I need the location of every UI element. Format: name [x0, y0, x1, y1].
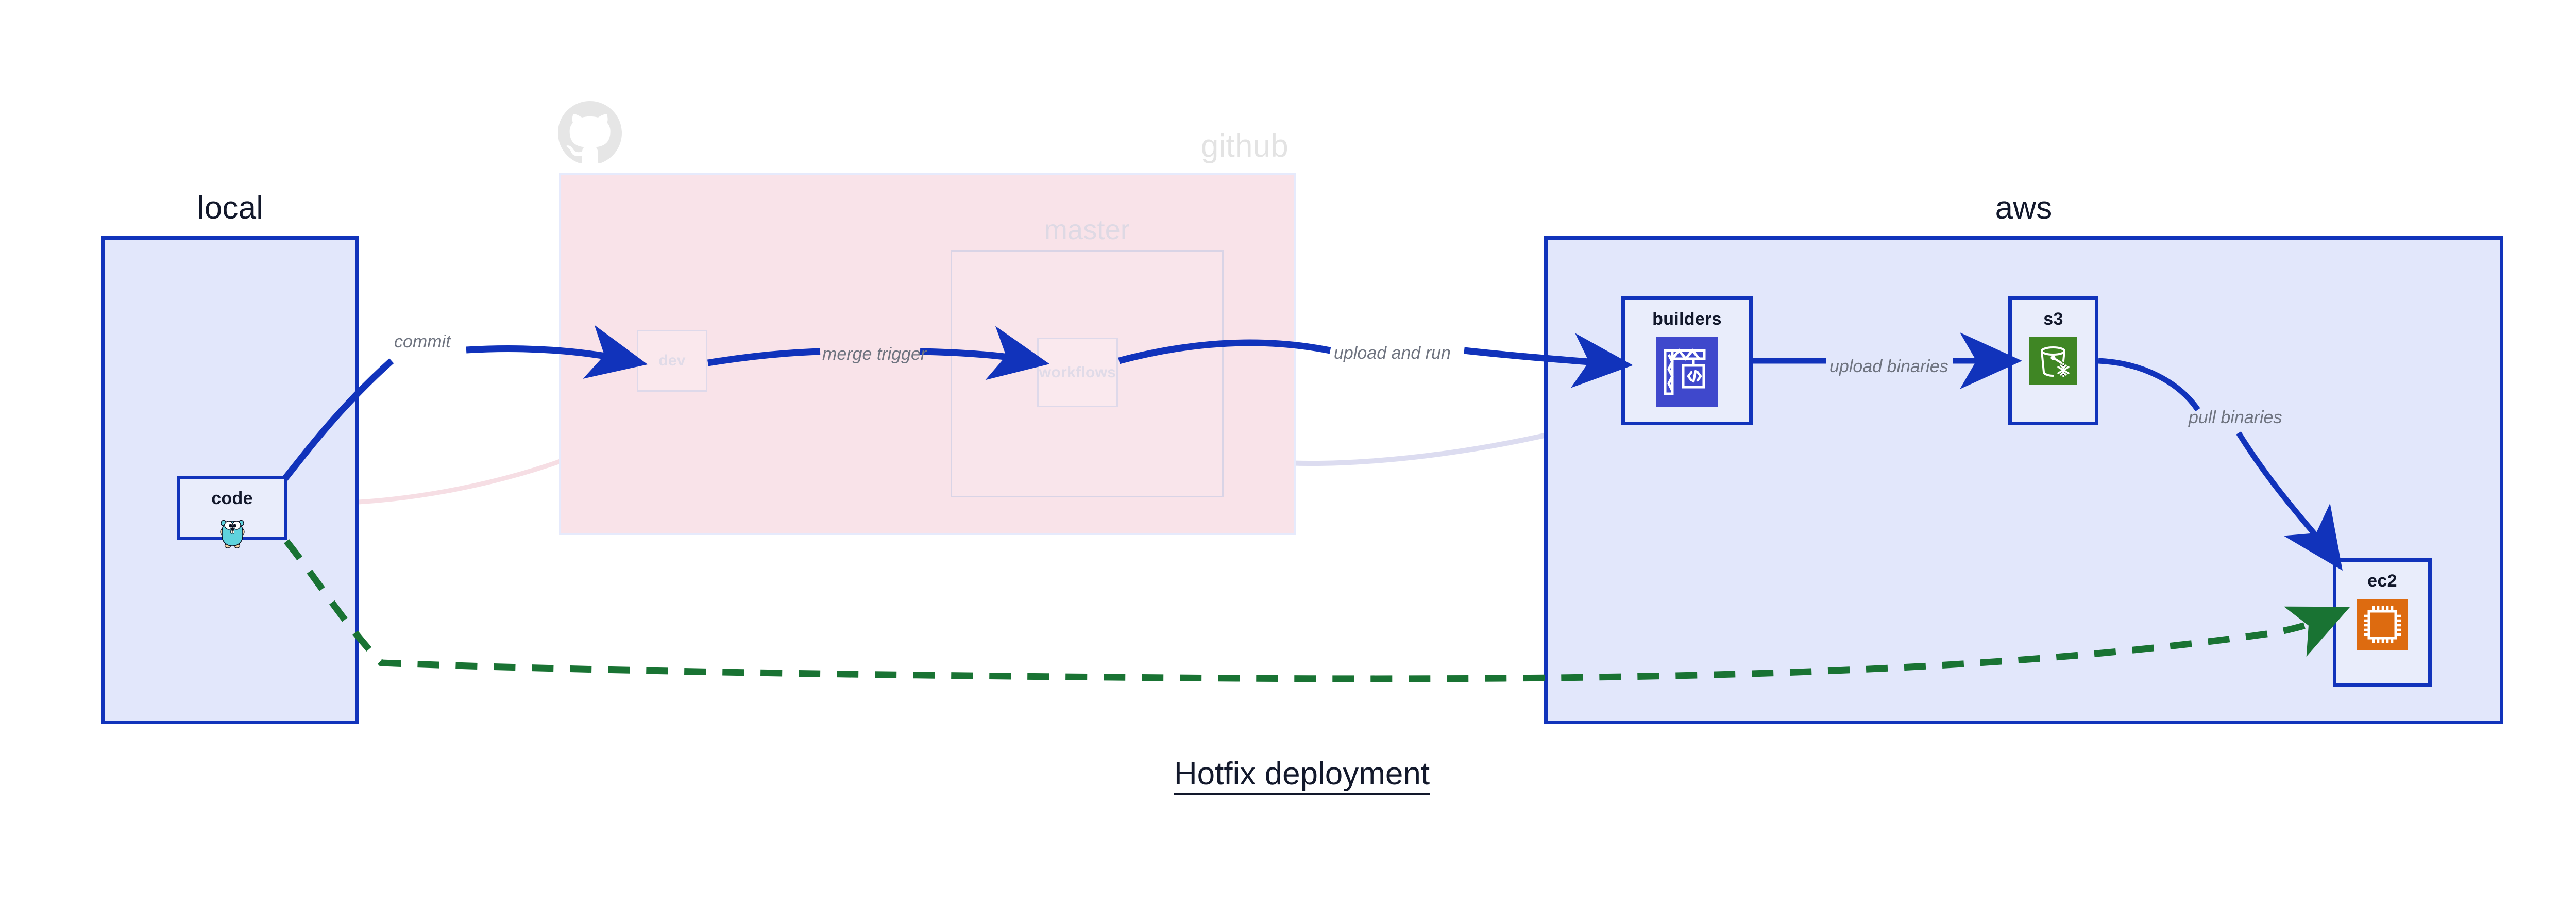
node-s3-label: s3 — [2043, 309, 2063, 329]
aws-s3-bucket-icon — [2029, 337, 2077, 385]
group-label-master: master — [1044, 214, 1130, 245]
node-workflows[interactable]: workflows — [1037, 338, 1118, 407]
diagram-caption: Hotfix deployment — [0, 756, 2576, 795]
github-octocat-icon — [558, 101, 622, 163]
edge-label-merge-trigger: merge trigger — [822, 344, 927, 364]
diagram-caption-text: Hotfix deployment — [1174, 756, 1430, 795]
group-label-github: github — [1200, 128, 1289, 164]
node-code[interactable]: code — [177, 476, 287, 548]
node-ec2-label: ec2 — [2367, 571, 2397, 591]
node-code-label: code — [211, 489, 253, 508]
node-builders[interactable]: builders — [1621, 296, 1753, 425]
node-dev[interactable]: dev — [637, 330, 707, 392]
aws-codebuild-icon — [1656, 337, 1718, 407]
node-workflows-label: workflows — [1039, 363, 1116, 381]
node-dev-label: dev — [658, 352, 686, 369]
node-ec2[interactable]: ec2 — [2333, 558, 2432, 687]
group-label-local: local — [197, 190, 264, 226]
edge-label-upload-binaries: upload binaries — [1829, 357, 1948, 376]
node-builders-label: builders — [1652, 309, 1722, 329]
aws-ec2-chip-icon — [2357, 599, 2408, 650]
go-gopher-icon — [218, 516, 246, 548]
edge-label-upload-and-run: upload and run — [1334, 343, 1451, 363]
group-label-aws: aws — [1995, 190, 2053, 226]
edge-label-commit: commit — [394, 332, 451, 352]
edge-label-pull-binaries: pull binaries — [2189, 408, 2282, 427]
node-s3[interactable]: s3 — [2008, 296, 2098, 425]
